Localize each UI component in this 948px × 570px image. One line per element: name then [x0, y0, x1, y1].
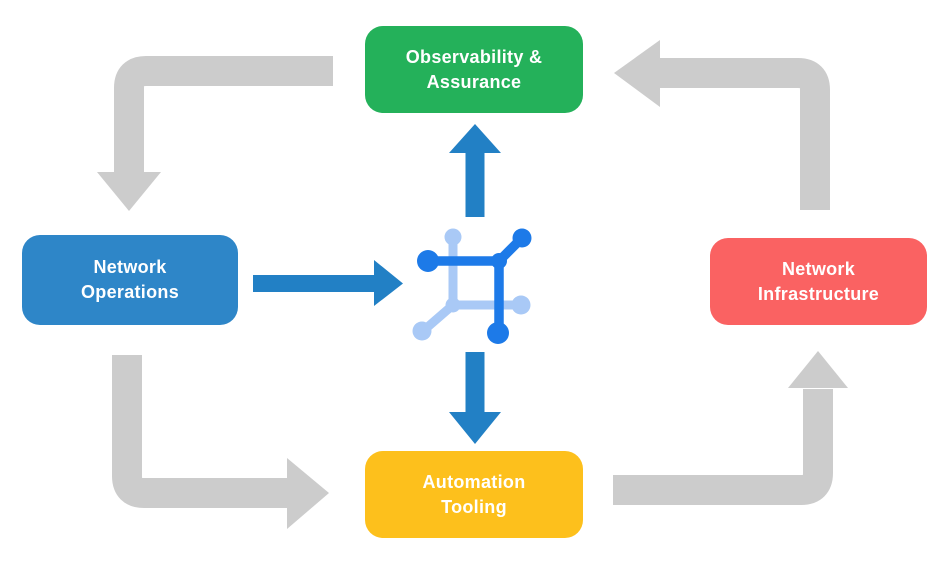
arrow-operations-to-center — [253, 260, 403, 306]
icon-node-dot — [417, 250, 439, 272]
arrow-shaft — [659, 58, 830, 210]
node-network-infrastructure: Network Infrastructure — [710, 238, 927, 325]
icon-node-dot — [445, 297, 461, 313]
node-label-line2: Assurance — [426, 71, 522, 92]
arrowhead-up-icon — [788, 351, 848, 388]
network-hub-icon — [412, 228, 532, 344]
node-label-line1: Network — [781, 258, 856, 279]
arrow-infrastructure-to-observability — [614, 40, 830, 210]
icon-node-dot — [444, 228, 462, 246]
arrow-shaft — [613, 389, 833, 505]
node-label-line1: Observability & — [405, 46, 543, 67]
arrowhead-down-icon — [449, 412, 501, 444]
icon-node-dot — [412, 321, 432, 341]
arrow-operations-to-automation — [112, 355, 329, 529]
node-automation-tooling: Automation Tooling — [365, 451, 583, 538]
node-label-line1: Network — [93, 257, 167, 278]
arrow-center-to-observability — [449, 124, 501, 217]
icon-node-dot — [487, 322, 509, 344]
arrow-automation-to-infrastructure — [613, 351, 848, 505]
node-label-line2: Tooling — [441, 496, 507, 517]
node-label-line1: Automation — [422, 471, 526, 492]
arrow-shaft — [114, 56, 333, 173]
icon-node-dot — [512, 228, 532, 248]
arrowhead-right-icon — [287, 458, 329, 529]
node-observability-assurance: Observability & Assurance — [365, 26, 583, 113]
icon-node-dot — [511, 295, 531, 315]
node-label-line2: Operations — [80, 282, 180, 302]
arrowhead-down-icon — [97, 172, 161, 211]
arrow-shaft — [112, 355, 288, 508]
icon-node-dot — [491, 253, 507, 269]
node-network-operations: Network Operations — [22, 235, 238, 325]
arrowhead-left-icon — [614, 40, 660, 107]
arrowhead-up-icon — [449, 124, 501, 153]
arrow-center-to-automation — [449, 352, 501, 444]
node-label-line2: Infrastructure — [757, 283, 880, 304]
arrowhead-right-icon — [374, 260, 403, 306]
arrow-observability-to-operations — [97, 56, 333, 211]
